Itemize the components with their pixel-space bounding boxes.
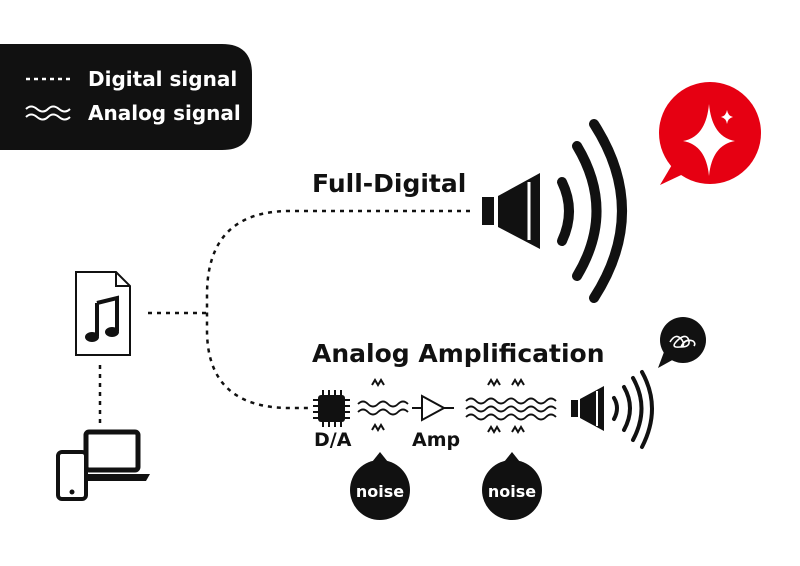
legend-digital-label: Digital signal	[88, 67, 237, 91]
connection-lines	[98, 209, 470, 424]
noise-marks-1	[371, 378, 385, 432]
speaker-small-icon	[571, 370, 654, 449]
legend-analog-label: Analog signal	[88, 101, 241, 125]
noise-bubble-2: noise	[482, 452, 542, 520]
legend-box	[0, 44, 252, 150]
phone-laptop-icon	[56, 429, 150, 501]
sparkle-speech-bubble-icon	[659, 82, 761, 185]
dac-label: D/A	[314, 429, 352, 451]
noise-label-1: noise	[356, 482, 404, 501]
dac-chip-icon	[313, 390, 350, 427]
branch-line	[205, 209, 470, 410]
legend: Digital signal Analog signal	[0, 44, 252, 150]
noise-marks-2	[487, 378, 525, 434]
music-file-icon	[75, 271, 131, 356]
scribble-speech-bubble-icon	[658, 317, 706, 368]
noise-bubble-1: noise	[350, 452, 410, 520]
full-digital-label: Full-Digital	[312, 169, 466, 198]
noise-label-2: noise	[488, 482, 536, 501]
analog-wave-1	[357, 400, 409, 416]
amplifier-triangle-icon	[412, 394, 454, 422]
analog-amplification-label: Analog Amplification	[312, 339, 605, 368]
analog-wave-2	[465, 397, 557, 421]
amp-label: Amp	[412, 429, 460, 451]
speaker-large-icon	[482, 119, 627, 303]
legend-analog-swatch	[25, 105, 71, 121]
